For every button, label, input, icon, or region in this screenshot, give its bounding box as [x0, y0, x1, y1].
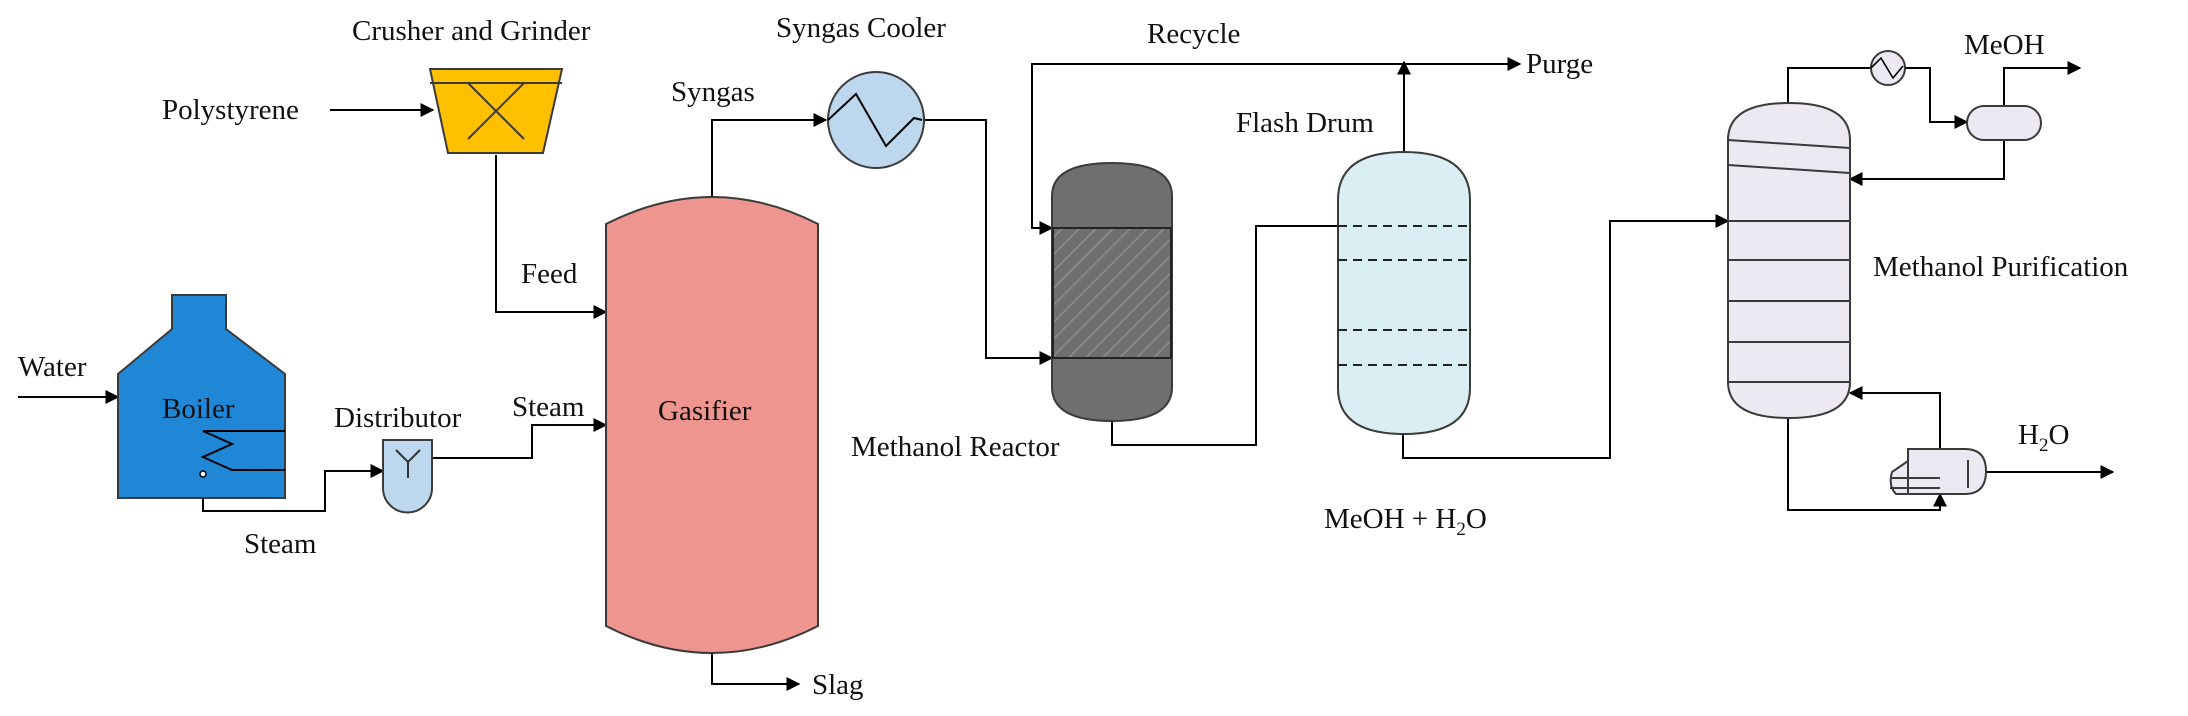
reflux-stream	[1848, 138, 2005, 186]
slag-label: Slag	[812, 669, 864, 701]
syngas-label: Syngas	[671, 76, 755, 108]
feed-label: Feed	[521, 258, 578, 290]
meoh-h2o-suffix: O	[1466, 503, 1487, 535]
slag-stream	[711, 652, 801, 691]
flash-drum	[1337, 150, 1471, 436]
crusher-grinder	[428, 68, 564, 154]
syngas-stream	[711, 113, 828, 200]
reactor-outlet-stream	[1111, 225, 1338, 446]
syngas-cooler-label: Syngas Cooler	[776, 12, 946, 44]
h2o-label: H2O	[2018, 419, 2069, 456]
meoh-h2o-prefix: MeOH + H	[1324, 503, 1456, 535]
flash-drum-vessel	[1337, 150, 1471, 436]
reboiler	[1889, 448, 1988, 495]
reflux-drum	[1966, 105, 2042, 141]
stream-lines	[18, 57, 2115, 691]
boiler-body	[117, 294, 286, 499]
boiler-label: Boiler	[162, 393, 235, 425]
column-tray-2	[1727, 164, 1851, 174]
distributor	[382, 439, 433, 514]
meoh-product-stream	[2003, 61, 2082, 106]
methanol-reactor	[1051, 161, 1173, 423]
syngas-cooler	[827, 71, 925, 169]
reboiler-vapor-stream	[1848, 386, 1941, 449]
gasifier-label: Gasifier	[658, 395, 752, 427]
condenser-body	[1870, 50, 1906, 86]
flash-liquid-stream	[1402, 214, 1730, 459]
labels: Crusher and Grinder Polystyrene Feed Wat…	[18, 12, 2129, 701]
reflux-drum-body	[1966, 105, 2042, 141]
flash-drum-label: Flash Drum	[1236, 107, 1374, 139]
crusher-label: Crusher and Grinder	[352, 15, 591, 47]
h2o-prefix: H	[2018, 419, 2039, 451]
catalyst-bed	[1052, 227, 1172, 359]
recycle-label: Recycle	[1147, 18, 1240, 50]
condenser	[1870, 50, 1906, 86]
h2o-suffix: O	[2048, 419, 2069, 451]
h2o-subscript: 2	[2039, 435, 2049, 456]
column-bottoms-stream	[1787, 418, 1947, 511]
purge-label: Purge	[1526, 48, 1593, 80]
condenser-outlet-stream	[1905, 67, 1969, 129]
distributor-label: Distributor	[334, 402, 462, 434]
boiler	[117, 294, 286, 499]
gasifier	[605, 196, 819, 654]
heating-coil-icon	[200, 430, 285, 471]
cooler-body	[827, 71, 925, 169]
methanol-reactor-label: Methanol Reactor	[851, 431, 1060, 463]
polystyrene-label: Polystyrene	[162, 94, 299, 126]
recycle-stream	[1031, 63, 1405, 235]
meoh-h2o-subscript: 2	[1456, 519, 1466, 540]
distillation-column	[1727, 101, 1851, 420]
condenser-coil-icon	[1870, 56, 1904, 80]
boiler-outlet-point	[199, 470, 207, 478]
water-label: Water	[18, 351, 87, 383]
cooler-coil-icon	[827, 92, 923, 148]
steam-boiler-label: Steam	[244, 528, 317, 560]
methanol-purification-label: Methanol Purification	[1873, 251, 2129, 283]
steam-gasifier-label: Steam	[512, 391, 585, 423]
reboiler-body	[1907, 448, 1988, 495]
distributor-steam-stream	[432, 418, 608, 459]
column-tray-1	[1727, 139, 1851, 149]
gasifier-vessel	[605, 196, 819, 654]
cooled-syngas-stream	[922, 119, 1054, 365]
crusher-x-mark-2	[467, 82, 525, 140]
meoh-h2o-label: MeOH + H2O	[1324, 503, 1487, 540]
feed-stream	[495, 155, 608, 319]
column-overhead-stream	[1787, 67, 1870, 103]
meoh-label: MeOH	[1964, 29, 2045, 61]
splitter-y-icon	[395, 449, 421, 478]
